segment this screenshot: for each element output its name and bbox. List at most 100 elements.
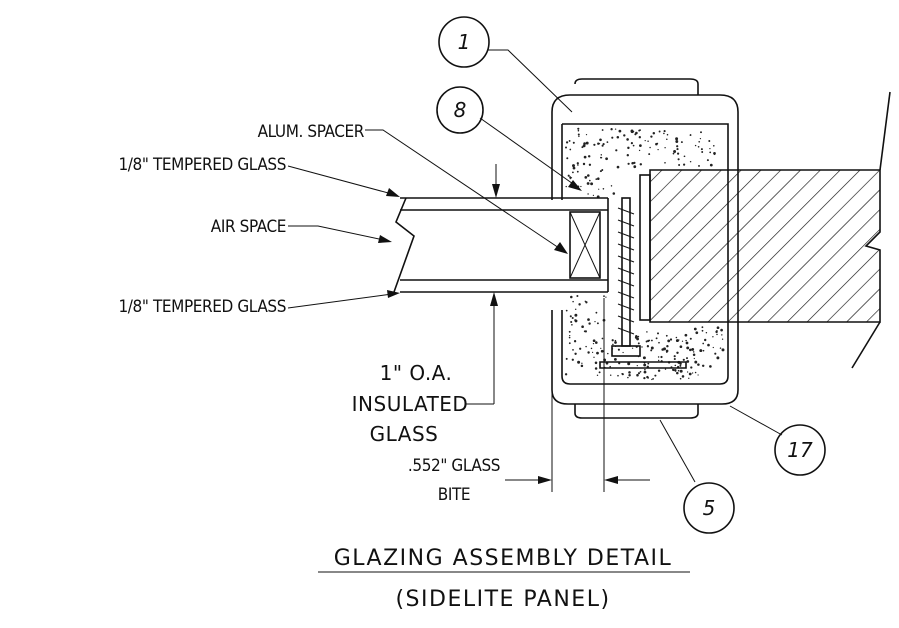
stipple-dot <box>596 322 599 325</box>
svg-text:17: 17 <box>787 438 813 462</box>
stipple-dot <box>664 368 667 370</box>
stipple-dot <box>577 360 581 364</box>
stipple-dot <box>676 371 679 375</box>
stipple-dot <box>590 347 593 350</box>
stipple-dot <box>702 349 705 352</box>
stipple-dot <box>585 141 589 145</box>
stipple-dot <box>638 149 641 152</box>
stipple-dot <box>712 336 714 338</box>
stipple-dot <box>564 373 568 376</box>
stipple-dot <box>646 331 648 333</box>
stipple-dot <box>683 163 686 166</box>
stipple-dot <box>675 137 679 141</box>
stipple-dot <box>585 345 587 348</box>
stipple-dot <box>701 364 705 368</box>
stipple-dot <box>665 334 668 337</box>
stipple-dot <box>587 193 589 195</box>
stipple-dot <box>698 164 700 167</box>
stipple-dot <box>631 162 634 165</box>
stipple-dot <box>676 145 679 148</box>
stipple-dot <box>616 165 620 169</box>
stipple-dot <box>615 149 618 152</box>
stipple-dot <box>651 378 653 381</box>
stipple-dot <box>638 136 641 139</box>
stipple-dot <box>644 139 646 142</box>
stipple-dot <box>695 331 699 335</box>
stipple-dot <box>664 161 666 164</box>
stipple-dot <box>708 140 711 142</box>
stipple-dot <box>700 148 703 151</box>
stipple-dot <box>569 334 571 337</box>
stipple-dot <box>639 144 642 147</box>
stipple-dot <box>571 316 574 320</box>
label-glass-bite-2: BITE <box>438 485 470 505</box>
stipple-dot <box>698 140 701 143</box>
stipple-dot <box>598 142 601 145</box>
stipple-dot <box>675 339 679 343</box>
stipple-dot <box>601 337 604 340</box>
stipple-dot <box>692 353 696 356</box>
stipple-dot <box>664 147 666 149</box>
stipple-dot <box>614 341 617 344</box>
stipple-dot <box>628 373 631 377</box>
leader-lines <box>287 49 783 483</box>
caption-title: GLAZING ASSEMBLY DETAIL <box>334 546 673 571</box>
glazing-screw <box>599 197 687 369</box>
stipple-dot <box>663 347 666 351</box>
stipple-dot <box>694 144 697 147</box>
stipple-dot <box>644 368 646 371</box>
stipple-dot <box>607 352 609 355</box>
stipple-dot <box>697 363 700 366</box>
stipple-dot <box>578 135 580 138</box>
stipple-dot <box>700 131 702 134</box>
stipple-dot <box>691 372 694 374</box>
stipple-dot <box>657 369 661 372</box>
stipple-dot <box>690 366 693 369</box>
stipple-dot <box>601 144 604 147</box>
stipple-dot <box>647 362 650 365</box>
stipple-dot <box>697 374 699 376</box>
stipple-dot <box>650 346 654 350</box>
stipple-dot <box>588 322 591 325</box>
stipple-dot <box>621 373 624 376</box>
stipple-dot <box>622 351 624 354</box>
stipple-dot <box>627 162 630 165</box>
stipple-dot <box>601 129 604 131</box>
stipple-dot <box>649 146 651 149</box>
stipple-dot <box>658 341 660 344</box>
stipple-dot <box>701 151 704 153</box>
glass-bite-dimension <box>505 298 650 492</box>
stipple-dot <box>610 128 613 131</box>
stipple-dot <box>666 133 669 136</box>
stipple-dot <box>679 369 683 373</box>
stipple-dot <box>605 157 608 161</box>
stipple-dot <box>571 323 573 326</box>
stipple-dot <box>685 339 687 342</box>
stipple-dot <box>672 152 675 155</box>
label-insulated-2: INSULATED <box>352 392 469 416</box>
stipple-dot <box>626 154 629 157</box>
stipple-dot <box>595 311 598 314</box>
stipple-dot <box>598 371 601 374</box>
stipple-dot <box>677 158 680 161</box>
stipple-dot <box>675 140 679 143</box>
stipple-dot <box>716 356 720 360</box>
stipple-dot <box>645 340 648 343</box>
stipple-dot <box>585 134 588 136</box>
stipple-dot <box>693 357 695 360</box>
stipple-dot <box>647 377 649 379</box>
stipple-dot <box>676 148 679 151</box>
stipple-dot <box>600 156 602 159</box>
stipple-dot <box>594 361 598 365</box>
stipple-dot <box>720 328 723 332</box>
stipple-dot <box>569 148 572 151</box>
stipple-dot <box>593 356 595 358</box>
stipple-dot <box>663 132 665 135</box>
stipple-dot <box>589 179 591 182</box>
label-insulated-1: 1" O.A. <box>380 361 453 385</box>
stipple-dot <box>612 343 614 346</box>
stipple-dot <box>672 368 674 371</box>
stipple-dot <box>594 320 596 323</box>
